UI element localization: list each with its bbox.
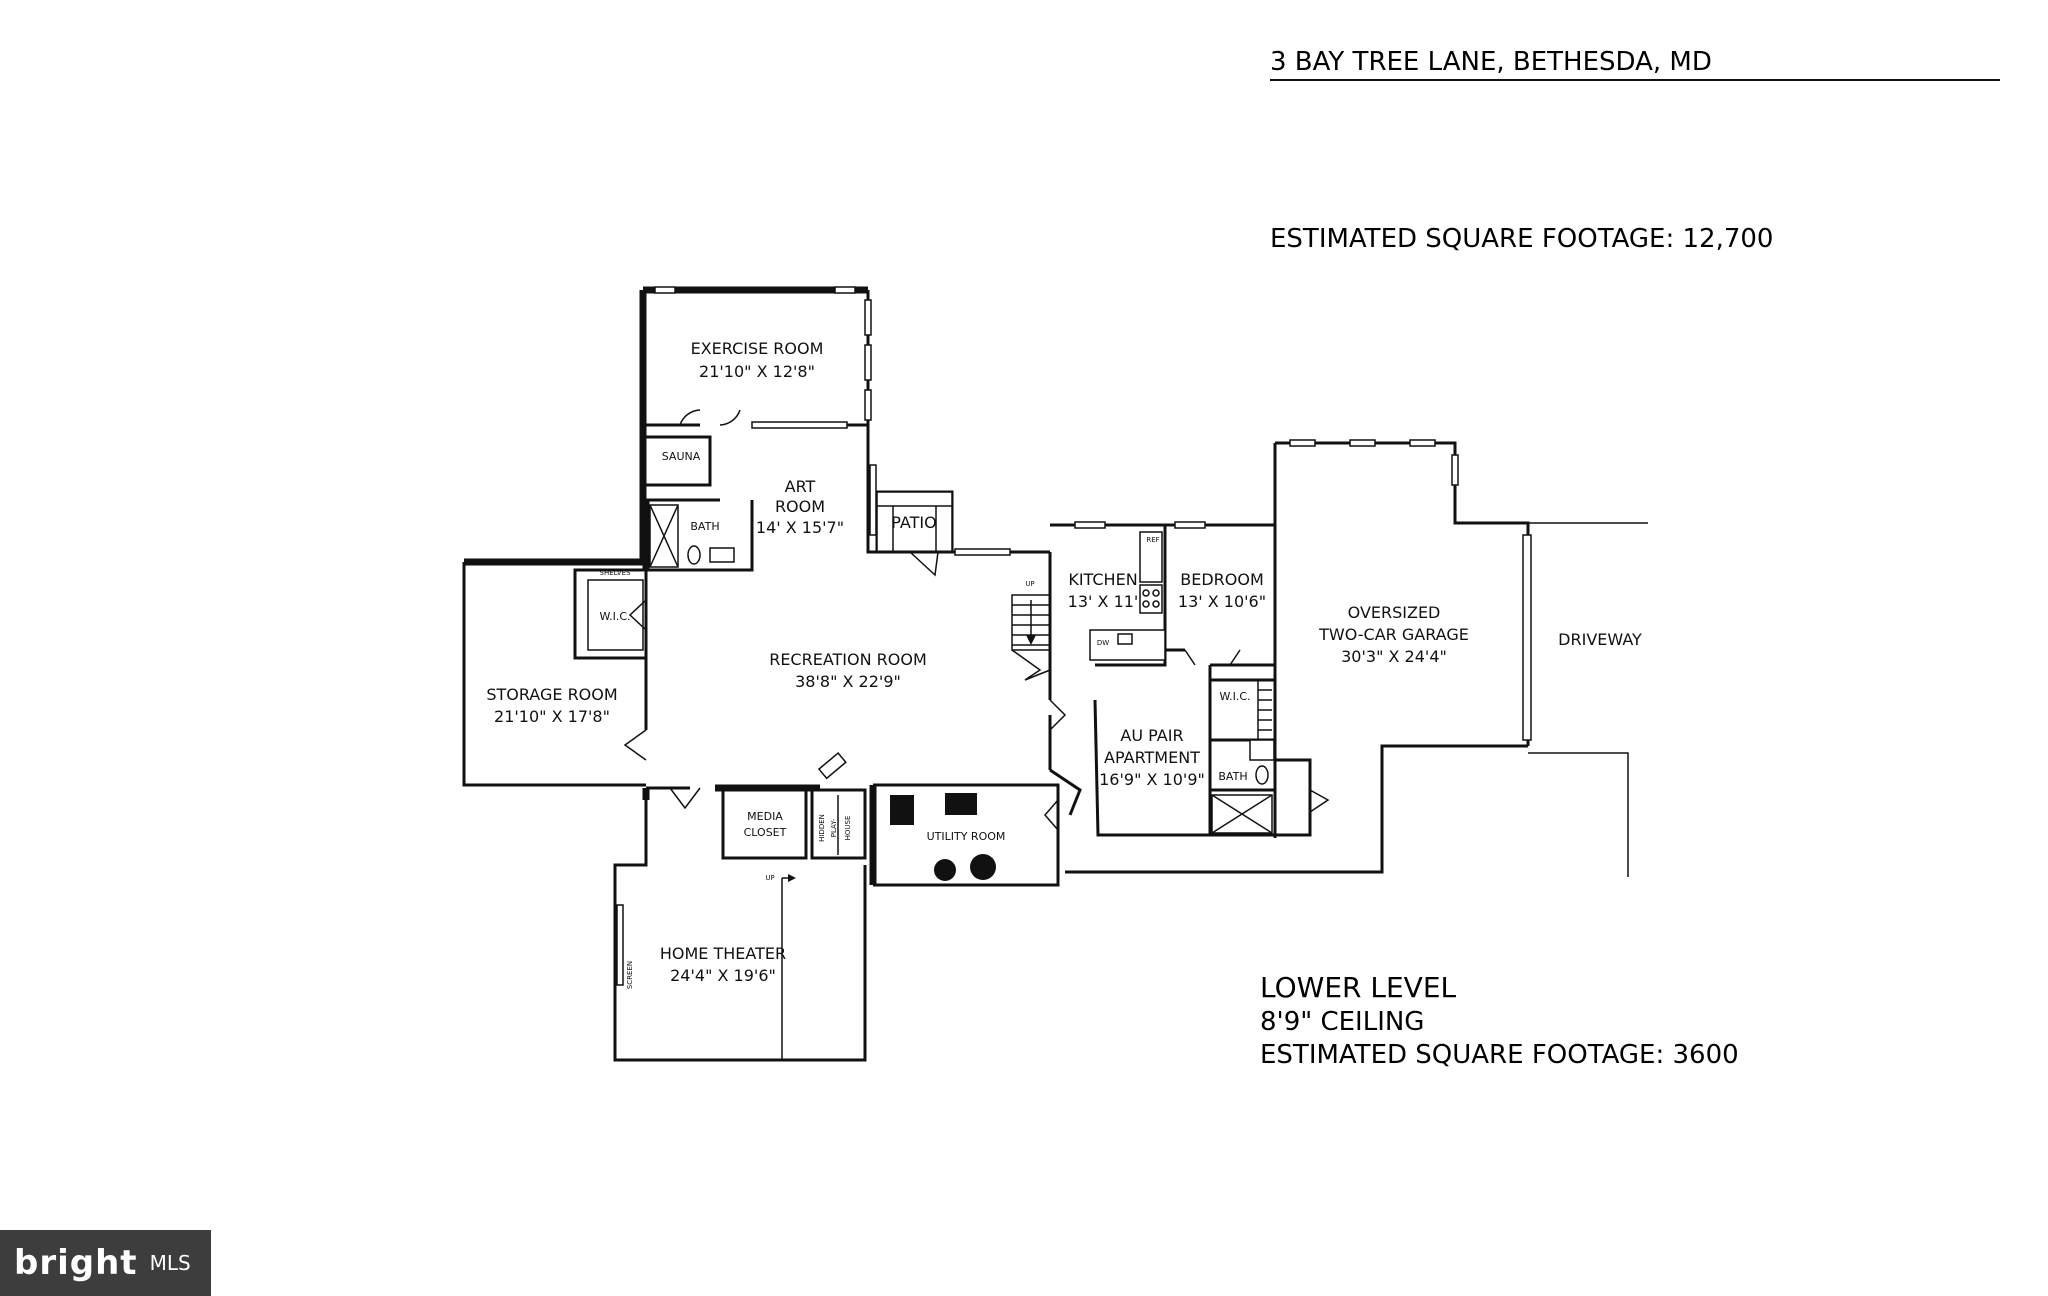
au-pair-walls — [1093, 665, 1275, 837]
au-pair-label-2: APARTMENT — [1104, 748, 1200, 767]
address-title: 3 BAY TREE LANE, BETHESDA, MD — [1270, 47, 1712, 77]
shelves-label: SHELVES — [600, 569, 631, 577]
home-theater-label: HOME THEATER — [660, 944, 786, 963]
playhouse-label-1: HIDDEN — [818, 814, 826, 842]
exercise-room-dims: 21'10" X 12'8" — [699, 362, 815, 381]
storage-room-walls — [462, 558, 648, 787]
screen-label: SCREEN — [626, 961, 634, 989]
logo-suffix: MLS — [149, 1251, 191, 1275]
media-closet-label-1: MEDIA — [747, 810, 783, 823]
au-pair-label-1: AU PAIR — [1120, 726, 1183, 745]
sauna-label: SAUNA — [662, 450, 701, 463]
utility-room-walls — [869, 783, 1060, 887]
sauna-walls — [643, 435, 712, 487]
recreation-room-label: RECREATION ROOM — [769, 650, 927, 669]
garage-walls — [1065, 439, 1648, 874]
driveway-label: DRIVEWAY — [1558, 630, 1642, 649]
level-sqft: ESTIMATED SQUARE FOOTAGE: 3600 — [1260, 1040, 1739, 1070]
storage-room-dims: 21'10" X 17'8" — [494, 707, 610, 726]
bath-1-walls — [642, 498, 754, 572]
media-closet-label-2: CLOSET — [744, 826, 787, 839]
level-name: LOWER LEVEL — [1260, 971, 1457, 1004]
storage-room-label: STORAGE ROOM — [486, 685, 617, 704]
bath-1-label: BATH — [690, 520, 719, 533]
driveway-edges — [1528, 752, 1629, 877]
dw-label: DW — [1097, 639, 1109, 647]
theater-up-label: UP — [765, 874, 774, 882]
home-theater-walls — [613, 790, 867, 1062]
playhouse-label-2: PLAY- — [830, 818, 838, 837]
exercise-room-label: EXERCISE ROOM — [691, 339, 824, 358]
bedroom-label: BEDROOM — [1180, 570, 1264, 589]
stairs-up-label: UP — [1025, 580, 1034, 588]
bedroom-dims: 13' X 10'6" — [1178, 592, 1266, 611]
exercise-room-walls — [639, 286, 872, 560]
wic-2-label: W.I.C. — [1219, 690, 1250, 703]
bath-2-walls — [1210, 739, 1330, 837]
kitchen-walls — [1049, 521, 1167, 731]
logo-brand: bright — [14, 1243, 138, 1283]
stairs — [1011, 594, 1051, 681]
utility-room-label: UTILITY ROOM — [927, 830, 1006, 843]
playhouse-walls — [810, 751, 867, 860]
bedroom-walls — [1165, 521, 1275, 667]
art-room-dims: 14' X 15'7" — [756, 518, 844, 537]
wic-1-label: W.I.C. — [599, 610, 630, 623]
playhouse-label-3: HOUSE — [844, 816, 852, 841]
au-pair-dims: 16'9" X 10'9" — [1099, 770, 1205, 789]
bright-mls-logo: bright MLS — [0, 1230, 211, 1296]
bath-2-label: BATH — [1218, 770, 1247, 783]
home-theater-dims: 24'4" X 19'6" — [670, 966, 776, 985]
garage-label-1: OVERSIZED — [1348, 603, 1441, 622]
garage-dims: 30'3" X 24'4" — [1341, 647, 1447, 666]
kitchen-label: KITCHEN — [1068, 570, 1137, 589]
garage-label-2: TWO-CAR GARAGE — [1318, 625, 1469, 644]
wic-2-walls — [1210, 678, 1275, 742]
kitchen-dims: 13' X 11' — [1068, 592, 1139, 611]
patio-walls — [866, 460, 1050, 577]
art-room-label-2: ROOM — [775, 497, 825, 516]
recreation-room-dims: 38'8" X 22'9" — [795, 672, 901, 691]
wic-1-walls — [573, 568, 648, 660]
level-ceiling: 8'9" CEILING — [1260, 1007, 1424, 1037]
media-closet-walls — [721, 788, 808, 860]
patio-label: PATIO — [891, 513, 936, 532]
art-room-label-1: ART — [785, 477, 816, 496]
ref-label: REF — [1146, 536, 1159, 544]
total-sqft: ESTIMATED SQUARE FOOTAGE: 12,700 — [1270, 224, 1773, 254]
